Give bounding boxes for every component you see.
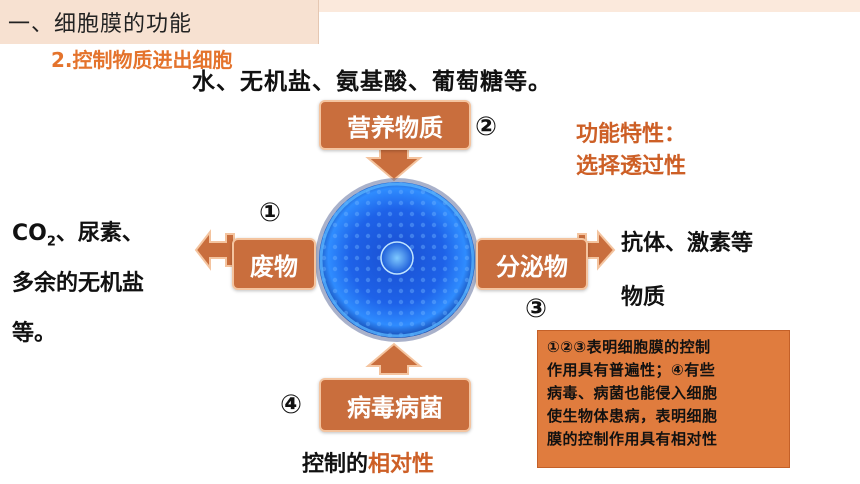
- marker-three: ③: [525, 294, 548, 324]
- arrow-up-icon: [365, 342, 423, 375]
- title-box: [0, 0, 319, 44]
- cell-image: [315, 178, 479, 342]
- note-line2: 作用具有普遍性；④有些: [547, 361, 716, 379]
- bottom-text: 控制的相对性: [302, 446, 434, 478]
- waste-desc-line3: 等。: [12, 321, 57, 346]
- subtitle: 2.控制物质进出细胞: [51, 48, 233, 72]
- nutrition-label: 营养物质: [319, 100, 471, 150]
- waste-arrow-icon: [194, 229, 235, 271]
- note-line5: 膜的控制作用具有相对性: [547, 430, 718, 448]
- arrow-down-icon: [365, 147, 423, 182]
- secretion-desc-line1: 抗体、激素等: [621, 231, 754, 256]
- feature-line1: 功能特性：: [576, 122, 687, 147]
- note-text: ①②③表明细胞膜的控制 作用具有普遍性；④有些 病毒、病菌也能侵入细胞 使生物体…: [538, 331, 789, 451]
- secretion-label: 分泌物: [476, 238, 588, 290]
- waste-desc-co: CO: [12, 221, 47, 246]
- note-line3: 病毒、病菌也能侵入细胞: [547, 384, 718, 402]
- bottom-prefix: 控制的: [302, 452, 369, 477]
- waste-desc-sub: 2: [46, 234, 56, 250]
- feature-line2: 选择透过性: [576, 154, 687, 179]
- nutrients-text: 水、无机盐、氨基酸、葡萄糖等。: [192, 69, 552, 95]
- note-line4: 使生物体患病，表明细胞: [547, 407, 718, 425]
- marker-two: ②: [475, 112, 498, 142]
- waste-desc-line1: CO2、尿素、: [12, 216, 144, 260]
- note-line1: ①②③表明细胞膜的控制: [547, 338, 711, 356]
- waste-desc-suffix: 、尿素、: [55, 221, 144, 246]
- section-title: 一、细胞膜的功能: [8, 12, 193, 37]
- virus-label: 病毒病菌: [319, 378, 471, 432]
- marker-four: ④: [280, 390, 303, 420]
- bottom-highlight: 相对性: [368, 452, 435, 477]
- waste-desc-line2: 多余的无机盐: [12, 271, 145, 296]
- marker-one: ①: [259, 198, 282, 228]
- note-box: ①②③表明细胞膜的控制 作用具有普遍性；④有些 病毒、病菌也能侵入细胞 使生物体…: [537, 330, 790, 468]
- waste-label: 废物: [232, 238, 316, 290]
- secretion-desc-line2: 物质: [621, 285, 666, 310]
